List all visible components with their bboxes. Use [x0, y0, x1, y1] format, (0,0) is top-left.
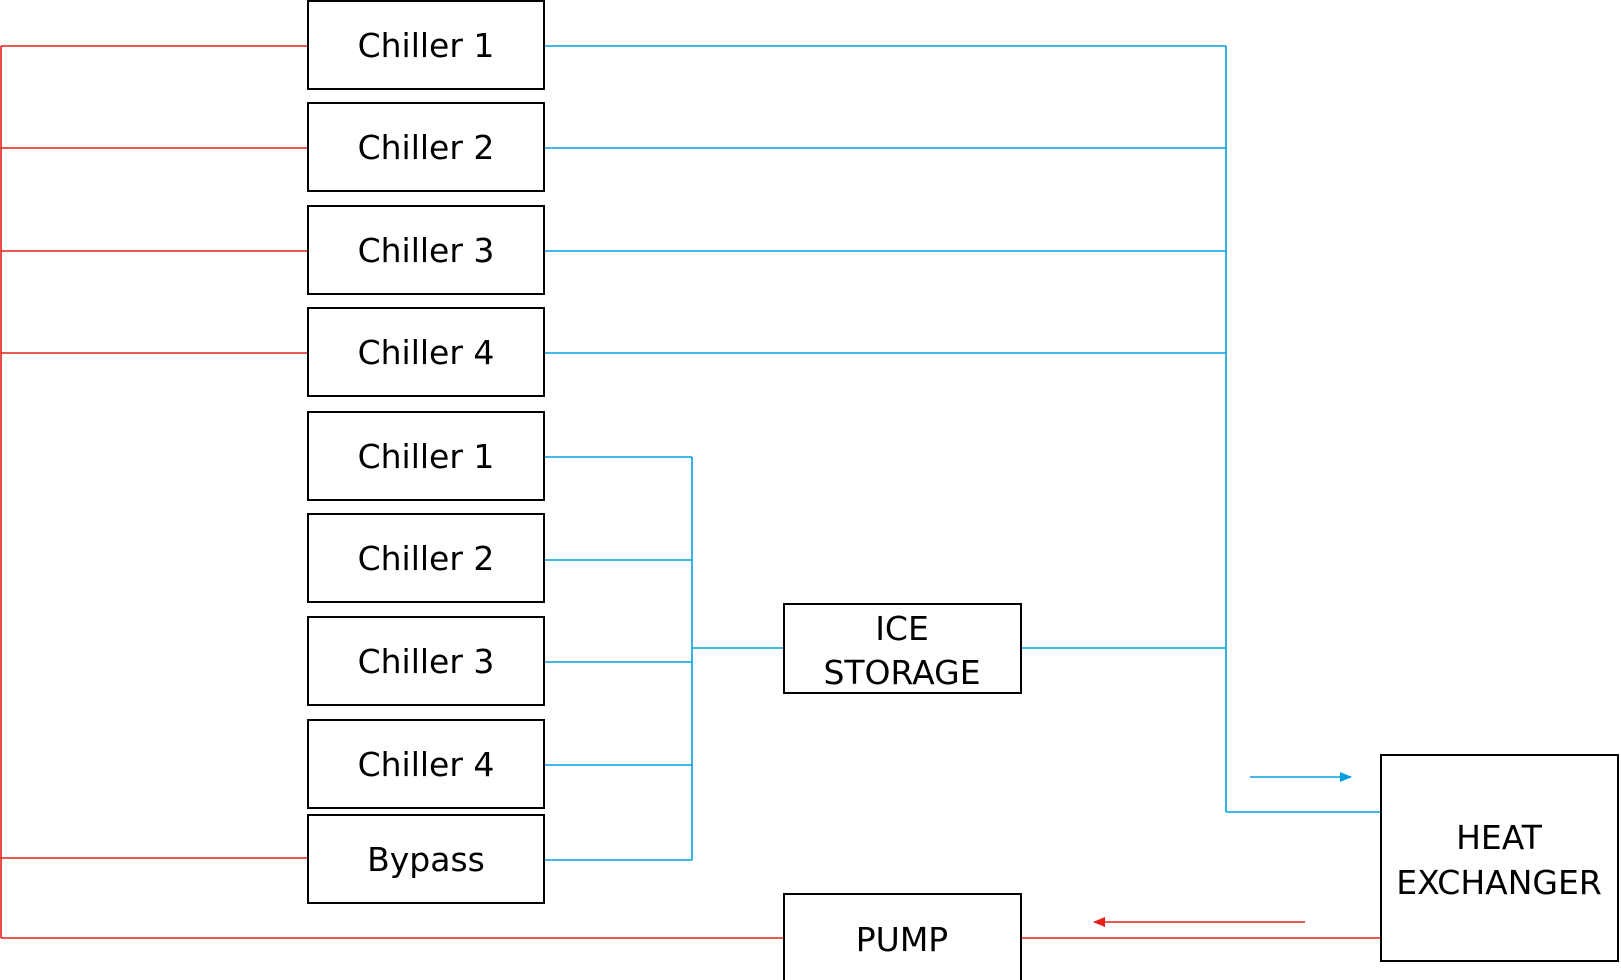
supply-piping [544, 45, 1381, 861]
chiller-top-1-label: Chiller 1 [358, 26, 495, 65]
return-piping [0, 45, 1381, 939]
pump-box: PUMP [783, 893, 1022, 980]
chiller-top-4-box: Chiller 4 [307, 307, 545, 397]
bypass-box: Bypass [307, 814, 545, 904]
chiller-top-3-box: Chiller 3 [307, 205, 545, 295]
chiller-bottom-1-box: Chiller 1 [307, 411, 545, 501]
heat-exchanger-box: HEAT EXCHANGER [1380, 754, 1619, 962]
chiller-bottom-2-box: Chiller 2 [307, 513, 545, 603]
ice-storage-box: ICE STORAGE [783, 603, 1022, 694]
chiller-bottom-3-label: Chiller 3 [358, 642, 495, 681]
chiller-bottom-3-box: Chiller 3 [307, 616, 545, 706]
chiller-top-1-box: Chiller 1 [307, 0, 545, 90]
chiller-bottom-2-label: Chiller 2 [358, 539, 495, 578]
chiller-bottom-4-box: Chiller 4 [307, 719, 545, 809]
heat-exchanger-label-line1: HEAT [1456, 818, 1543, 857]
chiller-bottom-4-label: Chiller 4 [358, 745, 495, 784]
heat-exchanger-label-line2: EXCHANGER [1396, 863, 1602, 902]
pump-label: PUMP [856, 920, 948, 959]
chiller-top-4-label: Chiller 4 [358, 333, 495, 372]
chiller-bottom-1-label: Chiller 1 [358, 437, 495, 476]
chiller-top-2-label: Chiller 2 [358, 128, 495, 167]
ice-storage-label-line2: STORAGE [823, 653, 980, 692]
bypass-label: Bypass [367, 840, 485, 879]
ice-storage-label-line1: ICE [875, 609, 929, 648]
chiller-top-3-label: Chiller 3 [358, 231, 495, 270]
chiller-top-2-box: Chiller 2 [307, 102, 545, 192]
